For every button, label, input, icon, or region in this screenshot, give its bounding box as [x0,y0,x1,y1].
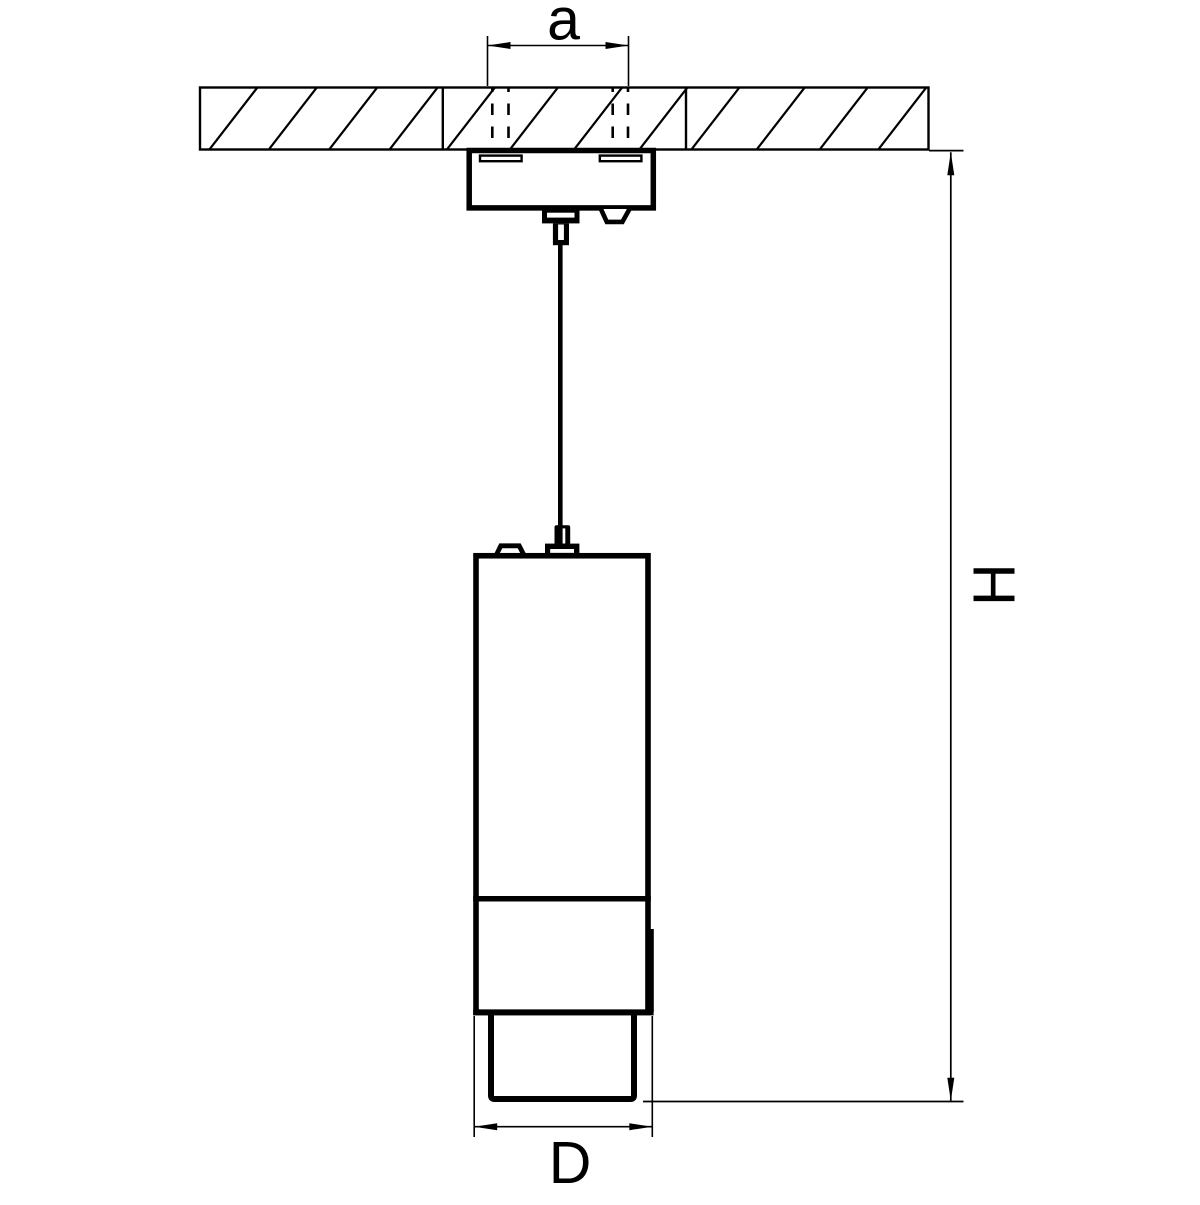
svg-text:H: H [962,563,1028,606]
svg-text:a: a [547,0,580,53]
svg-text:D: D [549,1130,592,1196]
